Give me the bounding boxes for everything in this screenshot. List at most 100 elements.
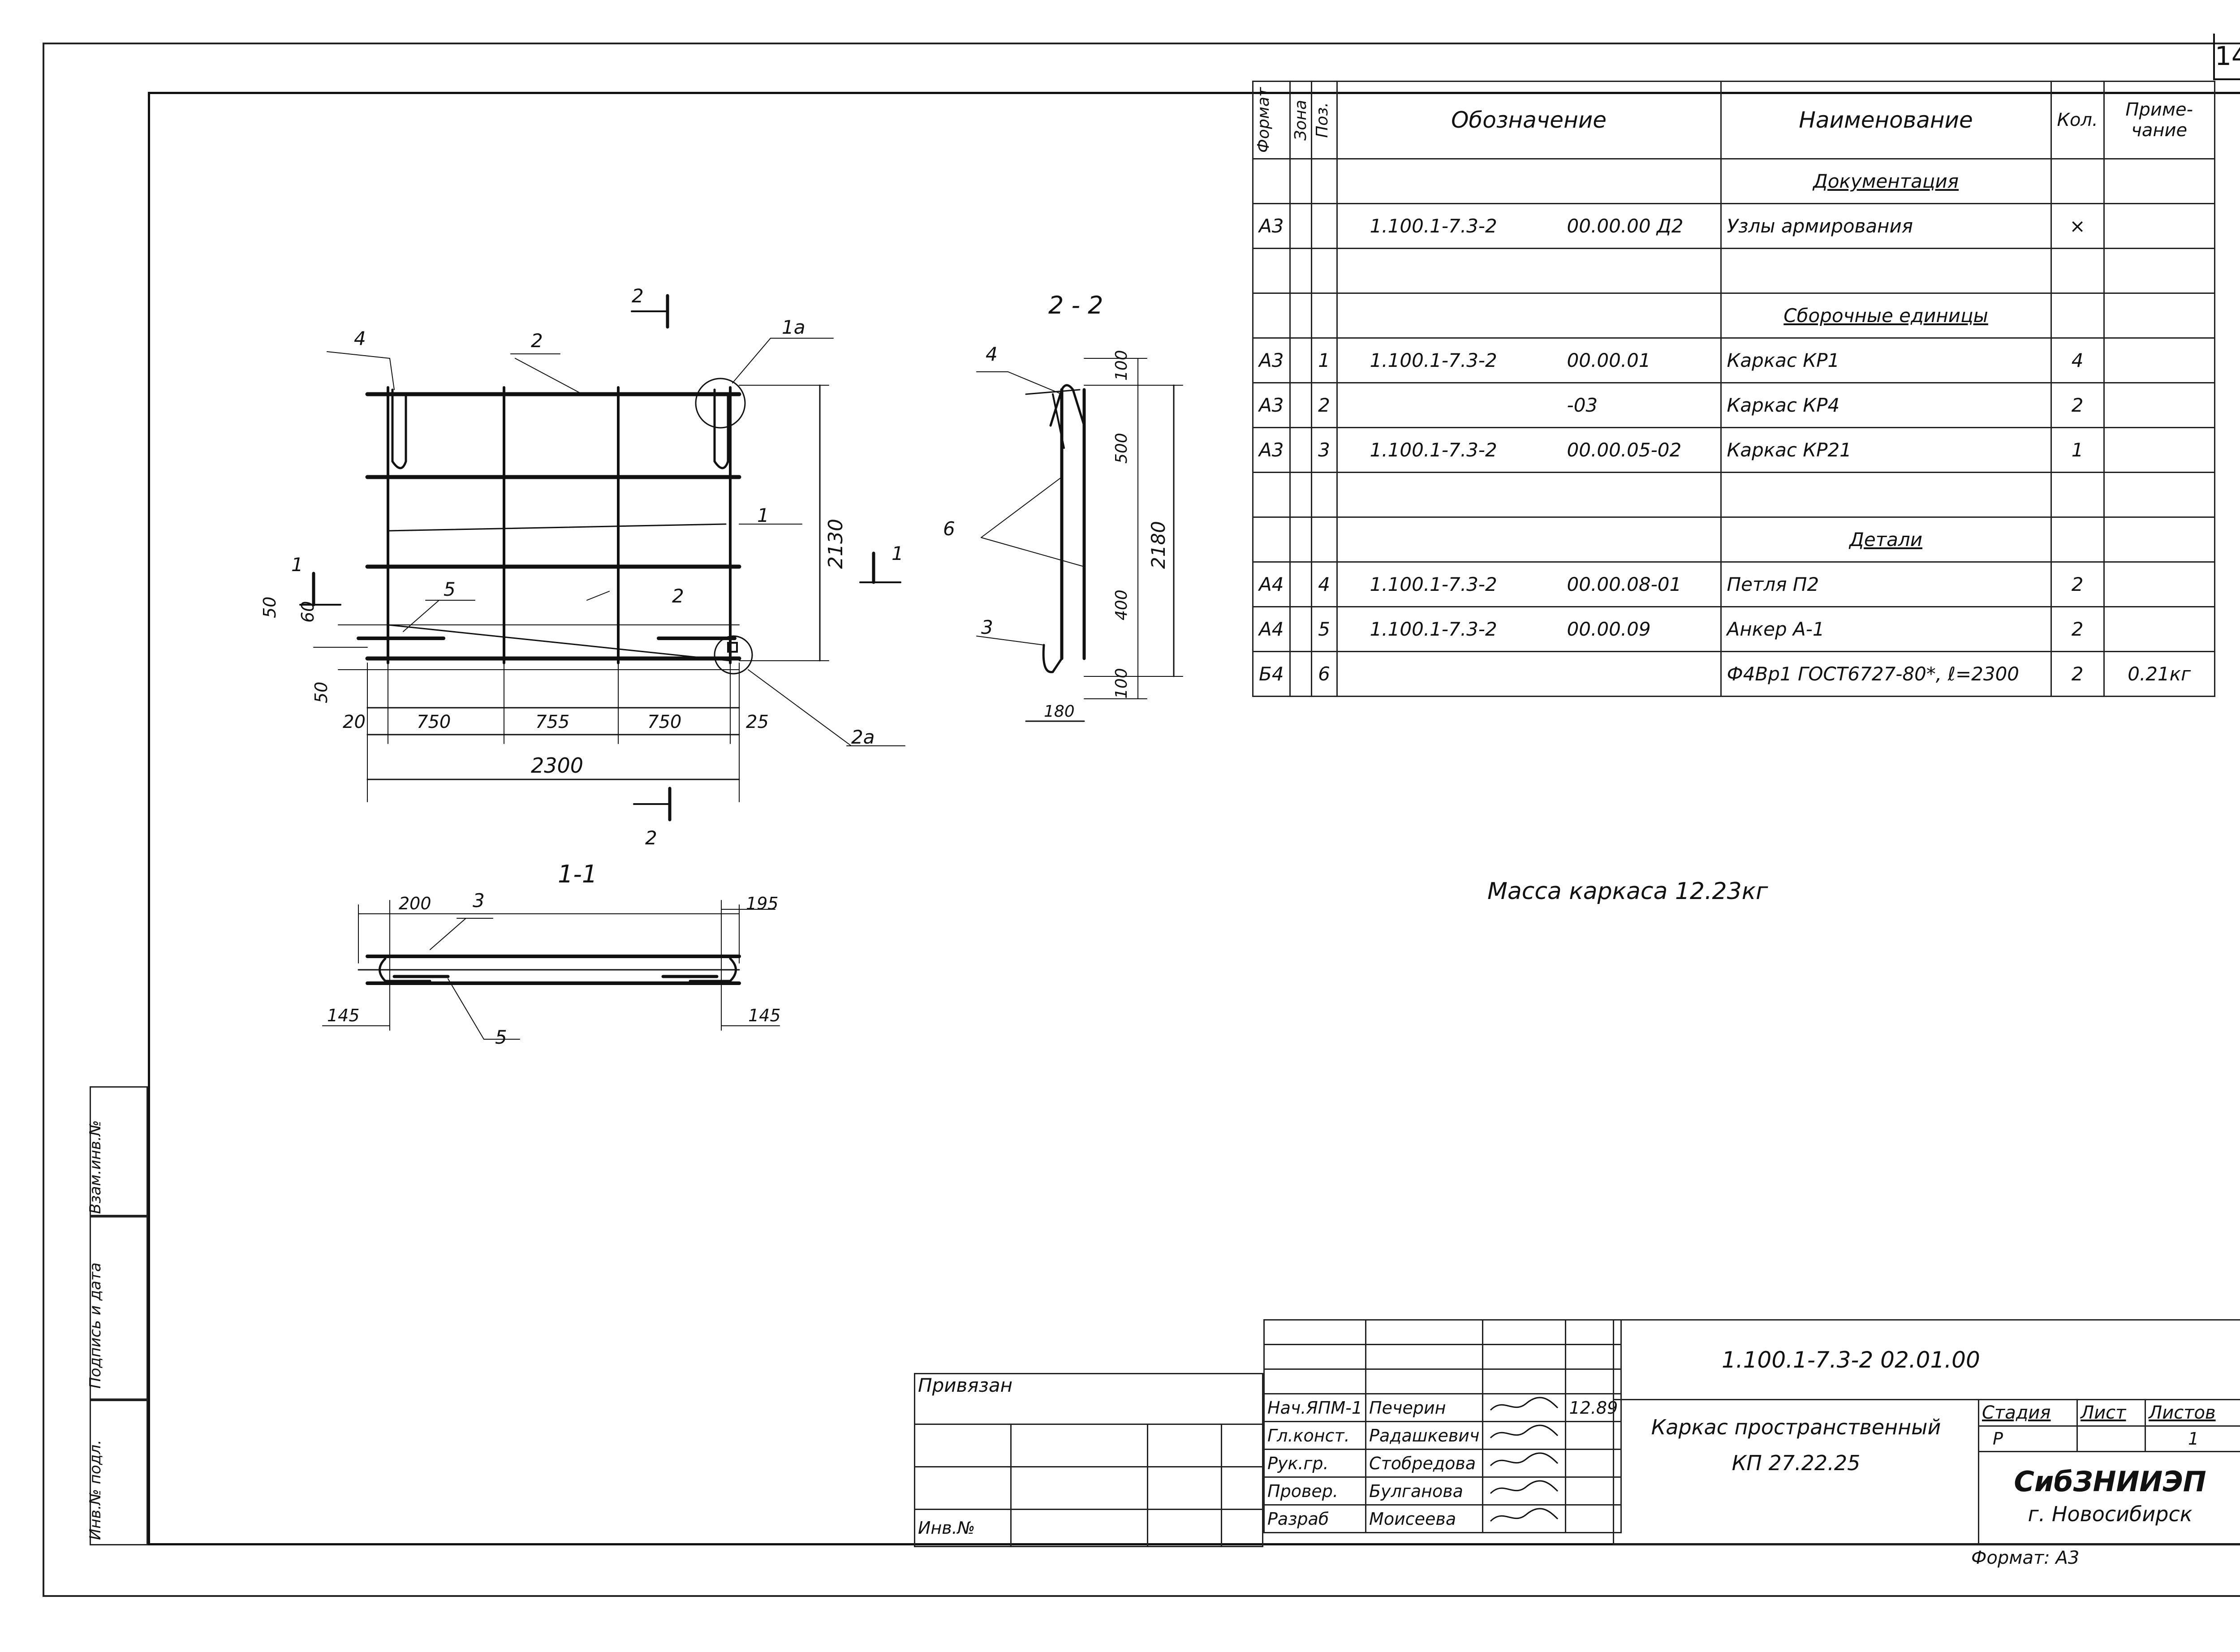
cell-designation xyxy=(1336,248,1722,294)
cell-name xyxy=(1720,248,2052,294)
cell-format: А3 xyxy=(1252,427,1291,473)
cell-qty xyxy=(2050,472,2105,518)
cell-note xyxy=(2103,248,2215,294)
cell-format: А4 xyxy=(1252,561,1291,607)
sheets-label: Листов xyxy=(2145,1398,2240,1427)
cell-format: А3 xyxy=(1252,203,1291,249)
cell-name: Петля П2 xyxy=(1720,561,2052,607)
doc-title: Каркас пространственный КП 27.22.25 xyxy=(1613,1399,1979,1545)
cell-format xyxy=(1252,472,1291,518)
cell-qty: 2 xyxy=(2050,382,2105,428)
dim-145-left: 145 xyxy=(327,1006,360,1025)
signature xyxy=(1482,1476,1567,1506)
signature xyxy=(1482,1449,1567,1478)
cell-note xyxy=(2103,158,2215,204)
organization: СибЗНИИЭП г. Новосибирск xyxy=(1978,1450,2240,1545)
cell-qty xyxy=(2050,516,2105,563)
mark-5: 5 xyxy=(444,578,456,600)
title-line-2: КП 27.22.25 xyxy=(1732,1451,1861,1475)
dim-2130: 2130 xyxy=(824,519,847,569)
dim-195: 195 xyxy=(746,894,779,913)
s11-mark-3: 3 xyxy=(473,890,485,912)
mark-2a: 2а xyxy=(851,726,874,748)
header-format: Формат xyxy=(1252,81,1291,159)
dim-25: 25 xyxy=(746,712,769,732)
cell-designation xyxy=(1336,651,1722,697)
header-zone: Зона xyxy=(1289,81,1312,159)
designation-code: 1.100.1-7.3-2 xyxy=(1370,439,1497,461)
cell-format: А4 xyxy=(1252,606,1291,652)
privyazan-label: Привязан xyxy=(914,1373,1263,1425)
cell-note xyxy=(2103,516,2215,563)
dim-755: 755 xyxy=(535,712,569,732)
cell-note xyxy=(2103,561,2215,607)
cell-zone xyxy=(1289,337,1312,383)
dim-200: 200 xyxy=(399,894,431,913)
role-title: Гл.конст. xyxy=(1263,1421,1367,1450)
spec-row xyxy=(1252,472,2215,518)
mark-1a: 1а xyxy=(782,316,805,338)
side-inv-orig: Инв.№ подл. xyxy=(86,1400,148,1545)
cell-format xyxy=(1252,293,1291,339)
signature xyxy=(1482,1421,1567,1450)
title-line-1: Каркас пространственный xyxy=(1651,1415,1941,1439)
dim-50-top: 50 xyxy=(260,597,280,618)
section-mark-1-right: 1 xyxy=(892,542,904,564)
cell-pos: 5 xyxy=(1310,606,1338,652)
dim-50-bottom: 50 xyxy=(311,682,331,703)
cell-format: А3 xyxy=(1252,382,1291,428)
cell-pos xyxy=(1310,248,1338,294)
mark-1: 1 xyxy=(757,504,769,526)
designation-suffix: -03 xyxy=(1567,394,1598,416)
cell-format xyxy=(1252,516,1291,563)
section-1-1-title: 1-1 xyxy=(558,860,597,888)
cell-note xyxy=(2103,337,2215,383)
cell-format xyxy=(1252,248,1291,294)
cell-pos xyxy=(1310,293,1338,339)
sheets-value: 1 xyxy=(2145,1425,2240,1452)
dim-2180: 2180 xyxy=(1147,521,1169,569)
mark-2-bottom: 2 xyxy=(672,585,684,607)
cell-zone xyxy=(1289,293,1312,339)
date-cell xyxy=(1565,1421,1622,1450)
sheet-number: 14 xyxy=(2213,34,2240,80)
privyazan-block: Привязан Инв.№ xyxy=(914,1373,1263,1547)
s22-mark-6: 6 xyxy=(943,518,955,540)
section-2-2-title: 2 - 2 xyxy=(1048,291,1103,319)
cell-pos: 3 xyxy=(1310,427,1338,473)
role-row: Провер.Булганова xyxy=(1263,1476,1622,1506)
designation-code: 1.100.1-7.3-2 xyxy=(1370,618,1497,640)
spec-row: Документация xyxy=(1252,158,2215,204)
side-replace: Взам.инв.№ xyxy=(86,1086,148,1216)
section-mark-2-top: 2 xyxy=(632,285,644,307)
date-cell: 12.89 xyxy=(1565,1393,1622,1422)
cell-qty xyxy=(2050,248,2105,294)
designation-suffix: 00.00.08-01 xyxy=(1567,573,1682,595)
role-name: Моисеева xyxy=(1365,1504,1484,1533)
section-mark-2-bottom: 2 xyxy=(645,827,657,849)
signature xyxy=(1482,1504,1567,1533)
cell-note xyxy=(2103,203,2215,249)
mass-note: Масса каркаса 12.23кг xyxy=(1487,878,1768,905)
spec-row: Сборочные единицы xyxy=(1252,293,2215,339)
header-qty: Кол. xyxy=(2050,81,2105,159)
dim-2300: 2300 xyxy=(531,753,583,778)
role-title: Разраб xyxy=(1263,1504,1367,1533)
cell-name: Узлы армирования xyxy=(1720,203,2052,249)
doc-code: 1.100.1-7.3-2 02.01.00 xyxy=(1613,1319,2240,1400)
outer-border xyxy=(43,43,2240,1597)
section-1-1 xyxy=(322,900,780,1040)
role-row: Рук.гр.Стобредова xyxy=(1263,1449,1622,1478)
section-title: Документация xyxy=(1720,158,2052,204)
signature-mark xyxy=(1490,1452,1559,1467)
